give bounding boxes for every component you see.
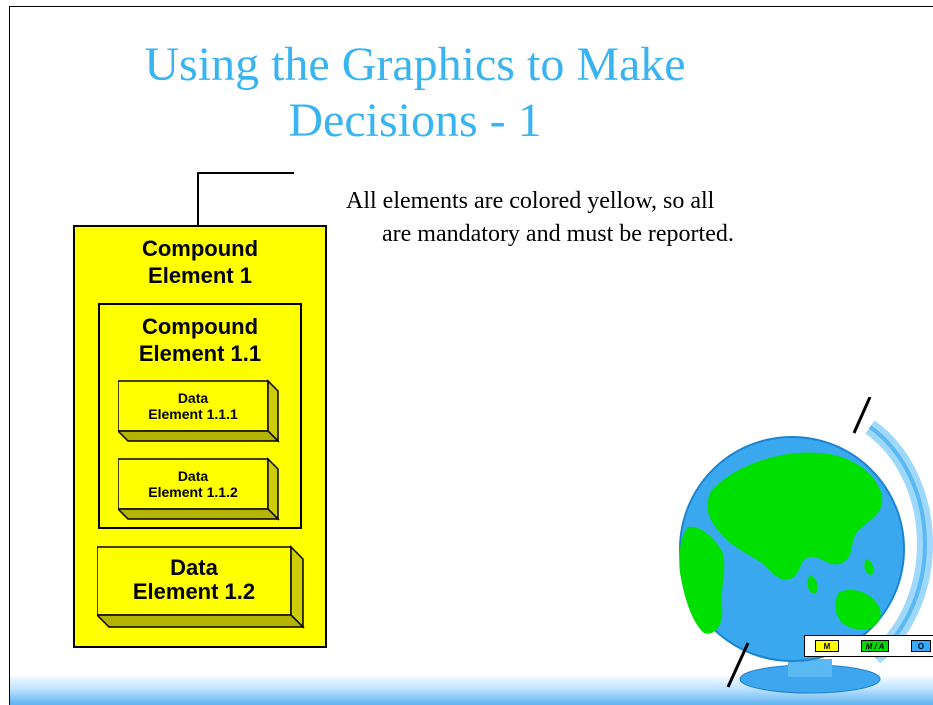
body-line-1: All elements are colored yellow, so all (346, 188, 715, 214)
data-element-1-1-2: Data Element 1.1.2 (118, 457, 280, 521)
data-element-1-2-line1: Data (170, 555, 218, 580)
data-element-1-1-2-line1: Data (177, 468, 209, 484)
title-line-1: Using the Graphics to Make (144, 38, 686, 91)
legend-mandatory: M (815, 640, 839, 652)
data-element-1-2: Data Element 1.2 (97, 545, 307, 629)
title-line-2: Decisions - 1 (288, 94, 542, 147)
globe-icon (679, 397, 933, 694)
data-element-1-1-1-line1: Data (177, 390, 209, 406)
legend-optional: O (911, 640, 931, 652)
compound-element-1-1: Compound Element 1.1 Data Element 1.1.1 (98, 303, 302, 529)
slide: Using the Graphics to Make Decisions - 1… (9, 6, 933, 705)
legend-box: M M / A O (804, 635, 933, 657)
slide-body-text: All elements are colored yellow, so all … (346, 185, 906, 251)
data-element-1-1-1-label: Data Element 1.1.1 (118, 390, 268, 422)
data-element-1-1-1-line2: Element 1.1.1 (148, 406, 238, 422)
body-line-2: are mandatory and must be reported. (382, 221, 734, 247)
data-element-1-2-label: Data Element 1.2 (97, 556, 291, 604)
compound-element-1-line1: Compound (141, 236, 259, 261)
data-element-1-2-line2: Element 1.2 (132, 579, 256, 604)
compound-element-1-line2: Element 1 (148, 263, 252, 288)
compound-element-1-1-line2: Element 1.1 (138, 341, 262, 366)
connector-line (197, 172, 294, 225)
legend-mandatory-if-available: M / A (861, 640, 889, 652)
compound-element-1-label: Compound Element 1 (75, 235, 325, 289)
data-element-1-1-1: Data Element 1.1.1 (118, 379, 280, 443)
slide-title: Using the Graphics to Make Decisions - 1 (140, 37, 690, 149)
compound-element-1: Compound Element 1 Compound Element 1.1 … (73, 225, 327, 648)
compound-element-1-1-label: Compound Element 1.1 (100, 313, 300, 367)
data-element-1-1-2-line2: Element 1.1.2 (148, 484, 238, 500)
compound-element-1-1-line1: Compound (141, 314, 259, 339)
data-element-1-1-2-label: Data Element 1.1.2 (118, 468, 268, 500)
